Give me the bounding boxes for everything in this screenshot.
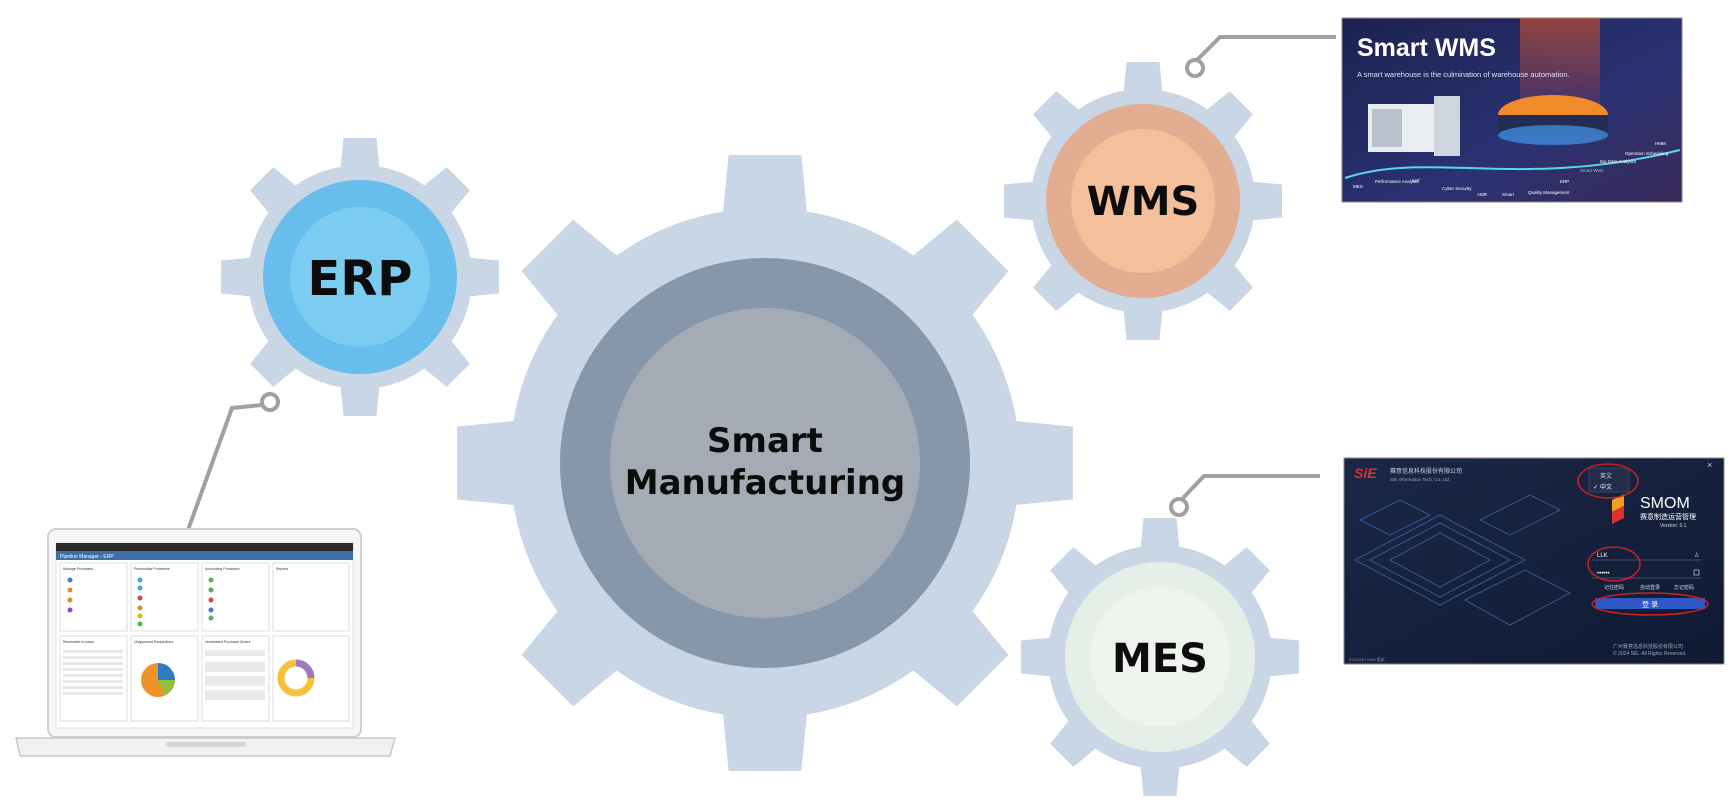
erp-screen-tiles: Manage Processes Personalize Processes A… [59, 562, 350, 632]
password-field[interactable]: •••••• [1592, 569, 1702, 579]
mes-hub-inner [1090, 587, 1230, 727]
erp-hub-inner [290, 207, 430, 347]
wms-feature: ERP [1560, 179, 1569, 184]
copyright-cn: 广州赛意信息科技股份有限公司 [1613, 643, 1683, 650]
erp-tile-label: Reports [276, 567, 289, 571]
erp-tile-label: Manage Processes [63, 567, 93, 571]
erp-connector [186, 392, 280, 531]
username-field[interactable]: LLK ♙ [1592, 552, 1702, 561]
close-icon[interactable]: × [1707, 460, 1712, 470]
auto-login-checkbox[interactable]: 自动登录 [1640, 584, 1660, 591]
erp-bottom-tile-label: Unapproved Requisitions [134, 640, 173, 644]
wms-label: WMS [1087, 179, 1200, 225]
erp-bottom-tile-label: Receivable Invoices [63, 640, 94, 644]
wms-feature: HMM [1655, 141, 1666, 146]
wms-title: Smart WMS [1357, 34, 1496, 62]
wms-feature: MES [1353, 184, 1363, 189]
callout-highlights [1577, 463, 1709, 616]
erp-tile-label: Accounting Processes [205, 567, 240, 571]
erp-screen-titlebar [56, 543, 353, 551]
login-button-label: 登 录 [1642, 600, 1658, 609]
wms-image-card: Smart WMS A smart warehouse is the culmi… [1341, 17, 1683, 203]
wms-hub-inner [1071, 129, 1215, 273]
wms-feature: Smart Work [1580, 168, 1604, 173]
user-icon: ♙ [1694, 552, 1699, 559]
center-label-line2: Manufacturing [625, 463, 906, 503]
password-value: •••••• [1597, 571, 1610, 577]
erp-tile-label: Personalize Processes [134, 567, 170, 571]
login-button[interactable]: 登 录 [1595, 598, 1705, 609]
erp-donut-chart [277, 659, 315, 697]
footer-left: ZG20240 1080 版本 [1349, 656, 1385, 662]
wms-feature: Performance Analysis [1375, 179, 1419, 184]
mes-connector [1169, 474, 1320, 517]
wms-connector [1185, 35, 1336, 78]
forgot-password-link[interactable]: 忘记密码 [1674, 584, 1694, 591]
center-label-line1: Smart [707, 421, 823, 461]
sie-logo: SiE [1354, 465, 1377, 481]
wms-feature: Operation Scheduling [1625, 151, 1669, 156]
erp-screen-title: Pipeline Manager - ERP [60, 554, 114, 560]
mes-company-name: 赛意信息科技股份有限公司 [1390, 467, 1462, 475]
wms-subtitle: A smart warehouse is the culmination of … [1357, 70, 1570, 79]
remember-password-checkbox[interactable]: 记住密码 [1604, 584, 1624, 591]
wms-feature: AMR [1477, 192, 1488, 197]
wms-feature: Cyber Security [1442, 186, 1472, 191]
product-version: Version: 5.1 [1660, 523, 1687, 529]
wms-feature: Big Data Analytics [1600, 159, 1637, 164]
center-hub-inner [610, 308, 920, 618]
lang-option[interactable]: 英文 [1600, 472, 1612, 480]
username-value: LLK [1597, 553, 1608, 559]
erp-laptop: Pipeline Manager - ERP Manage Processes … [15, 528, 396, 757]
erp-bottom-tile-label: Unreleased Purchase Orders [205, 640, 251, 644]
wms-feature: IIoT [1412, 178, 1420, 183]
wms-feature: Smart [1502, 192, 1515, 197]
wms-feature: Quality Management [1528, 190, 1570, 195]
mes-image-card: SiE 赛意信息科技股份有限公司 SIE Information Tech. C… [1343, 457, 1725, 665]
erp-label: ERP [308, 251, 413, 307]
language-dropdown[interactable]: 英文 ✓ 中文 [1588, 467, 1630, 493]
lock-icon [1693, 569, 1700, 576]
mes-company-name-en: SIE Information Tech. Co.,Ltd [1390, 477, 1449, 482]
copyright-en: © 2024 SIE. All Rights Reserved. [1613, 650, 1686, 657]
smom-logo: SMOM [1640, 495, 1690, 512]
check-icon: ✓ [1593, 485, 1598, 491]
mes-label: MES [1112, 636, 1208, 682]
lang-option[interactable]: 中文 [1600, 483, 1612, 491]
erp-pie-chart [141, 663, 175, 697]
factory-illustration [1353, 494, 1572, 626]
product-name: 赛意制造运营管理 [1640, 512, 1696, 521]
